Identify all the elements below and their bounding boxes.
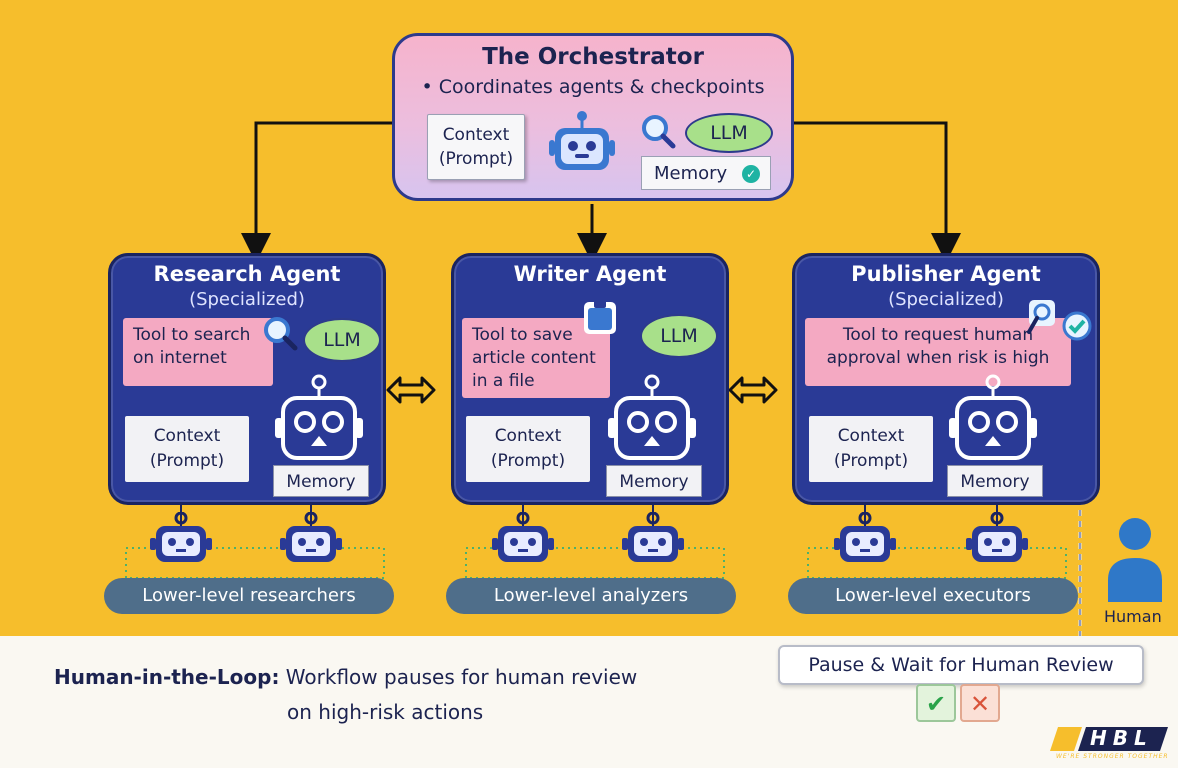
lower-level-executors: Lower-level executors xyxy=(788,578,1078,614)
arrow-to-publisher xyxy=(794,121,961,263)
agent-memory: Memory xyxy=(273,465,369,497)
double-arrow-icon xyxy=(728,376,778,404)
hitl-line2: on high-risk actions xyxy=(287,700,484,724)
prompt-label: (Prompt) xyxy=(149,451,225,471)
tool-line: in a file xyxy=(472,371,535,391)
person-icon xyxy=(1108,518,1162,602)
tool-box: Tool to request human approval when risk… xyxy=(805,318,1071,386)
double-arrow-icon xyxy=(386,376,436,404)
orchestrator-memory: Memory ✓ xyxy=(641,156,771,190)
context-label: Context xyxy=(153,426,221,446)
agent-title: Publisher Agent xyxy=(851,262,1041,286)
tool-line: Tool to search xyxy=(133,325,251,345)
tool-line: article content xyxy=(472,348,596,368)
context-label: Context xyxy=(837,426,905,446)
tool-line: Tool to save xyxy=(472,325,573,345)
orchestrator-subtitle: • Coordinates agents & checkpoints xyxy=(421,76,765,98)
orchestrator-context: Context (Prompt) xyxy=(427,114,525,180)
check-badge-icon: ✓ xyxy=(742,165,760,183)
prompt-label: (Prompt) xyxy=(438,149,514,169)
search-icon xyxy=(264,317,298,351)
robot-icon xyxy=(949,374,1037,460)
robot-icon xyxy=(622,512,684,562)
search-icon xyxy=(1027,300,1055,334)
robot-icon xyxy=(280,512,342,562)
agent-title: Research Agent xyxy=(153,262,341,286)
prompt-label: (Prompt) xyxy=(833,451,909,471)
orchestrator-llm: LLM xyxy=(685,113,773,153)
robot-icon xyxy=(966,512,1028,562)
pause-review-box: Pause & Wait for Human Review xyxy=(778,645,1144,685)
robot-icon xyxy=(549,111,615,170)
search-icon xyxy=(642,115,676,149)
check-badge-icon xyxy=(1062,311,1092,341)
hbl-logo: HBL WE'RE STRONGER TOGETHER xyxy=(1050,725,1170,760)
robot-icon xyxy=(492,512,554,562)
context-label: Context xyxy=(442,125,510,145)
agent-subtitle: (Specialized) xyxy=(888,289,1004,310)
tool-line: Tool to request human xyxy=(842,325,1034,345)
agent-title: Writer Agent xyxy=(513,262,667,286)
tool-line: on internet xyxy=(133,348,227,368)
research-agent-box: Research Agent (Specialized) Tool to sea… xyxy=(108,253,386,505)
checkmark-icon: ✔ xyxy=(925,690,947,718)
robot-icon xyxy=(275,374,363,460)
clipboard-icon xyxy=(584,300,616,334)
agent-memory: Memory xyxy=(606,465,702,497)
cross-icon: ✕ xyxy=(969,690,991,718)
hitl-caption: Human-in-the-Loop: Workflow pauses for h… xyxy=(54,665,637,689)
human-label: Human xyxy=(1104,607,1162,626)
hitl-line1: Workflow pauses for human review xyxy=(279,665,638,689)
agent-context: Context (Prompt) xyxy=(809,416,933,482)
hitl-title: Human-in-the-Loop: xyxy=(54,665,280,689)
reject-button[interactable]: ✕ xyxy=(960,684,1000,722)
orchestrator-box: The Orchestrator • Coordinates agents & … xyxy=(392,33,794,201)
logo-tagline: WE'RE STRONGER TOGETHER xyxy=(1056,753,1169,760)
agent-context: Context (Prompt) xyxy=(125,416,249,482)
orchestrator-title: The Orchestrator xyxy=(482,44,704,70)
approve-button[interactable]: ✔ xyxy=(916,684,956,722)
agent-llm: LLM xyxy=(640,314,718,358)
prompt-label: (Prompt) xyxy=(490,451,566,471)
memory-label: Memory xyxy=(654,163,728,184)
agent-llm: LLM xyxy=(303,318,381,362)
lower-level-researchers: Lower-level researchers xyxy=(104,578,394,614)
agent-memory: Memory xyxy=(947,465,1043,497)
robot-icon xyxy=(608,374,696,460)
arrow-to-research xyxy=(241,121,392,263)
tool-box: Tool to search on internet xyxy=(123,318,273,386)
publisher-agent-box: Publisher Agent (Specialized) Tool to re… xyxy=(792,253,1100,505)
logo-mark xyxy=(1050,727,1168,751)
writer-agent-box: Writer Agent Tool to save article conten… xyxy=(451,253,729,505)
logo-text: HBL xyxy=(1090,726,1153,750)
robot-icon xyxy=(150,512,212,562)
agent-context: Context (Prompt) xyxy=(466,416,590,482)
tool-line: approval when risk is high xyxy=(826,348,1050,368)
lower-level-analyzers: Lower-level analyzers xyxy=(446,578,736,614)
robot-icon xyxy=(834,512,896,562)
agent-subtitle: (Specialized) xyxy=(189,289,305,310)
context-label: Context xyxy=(494,426,562,446)
